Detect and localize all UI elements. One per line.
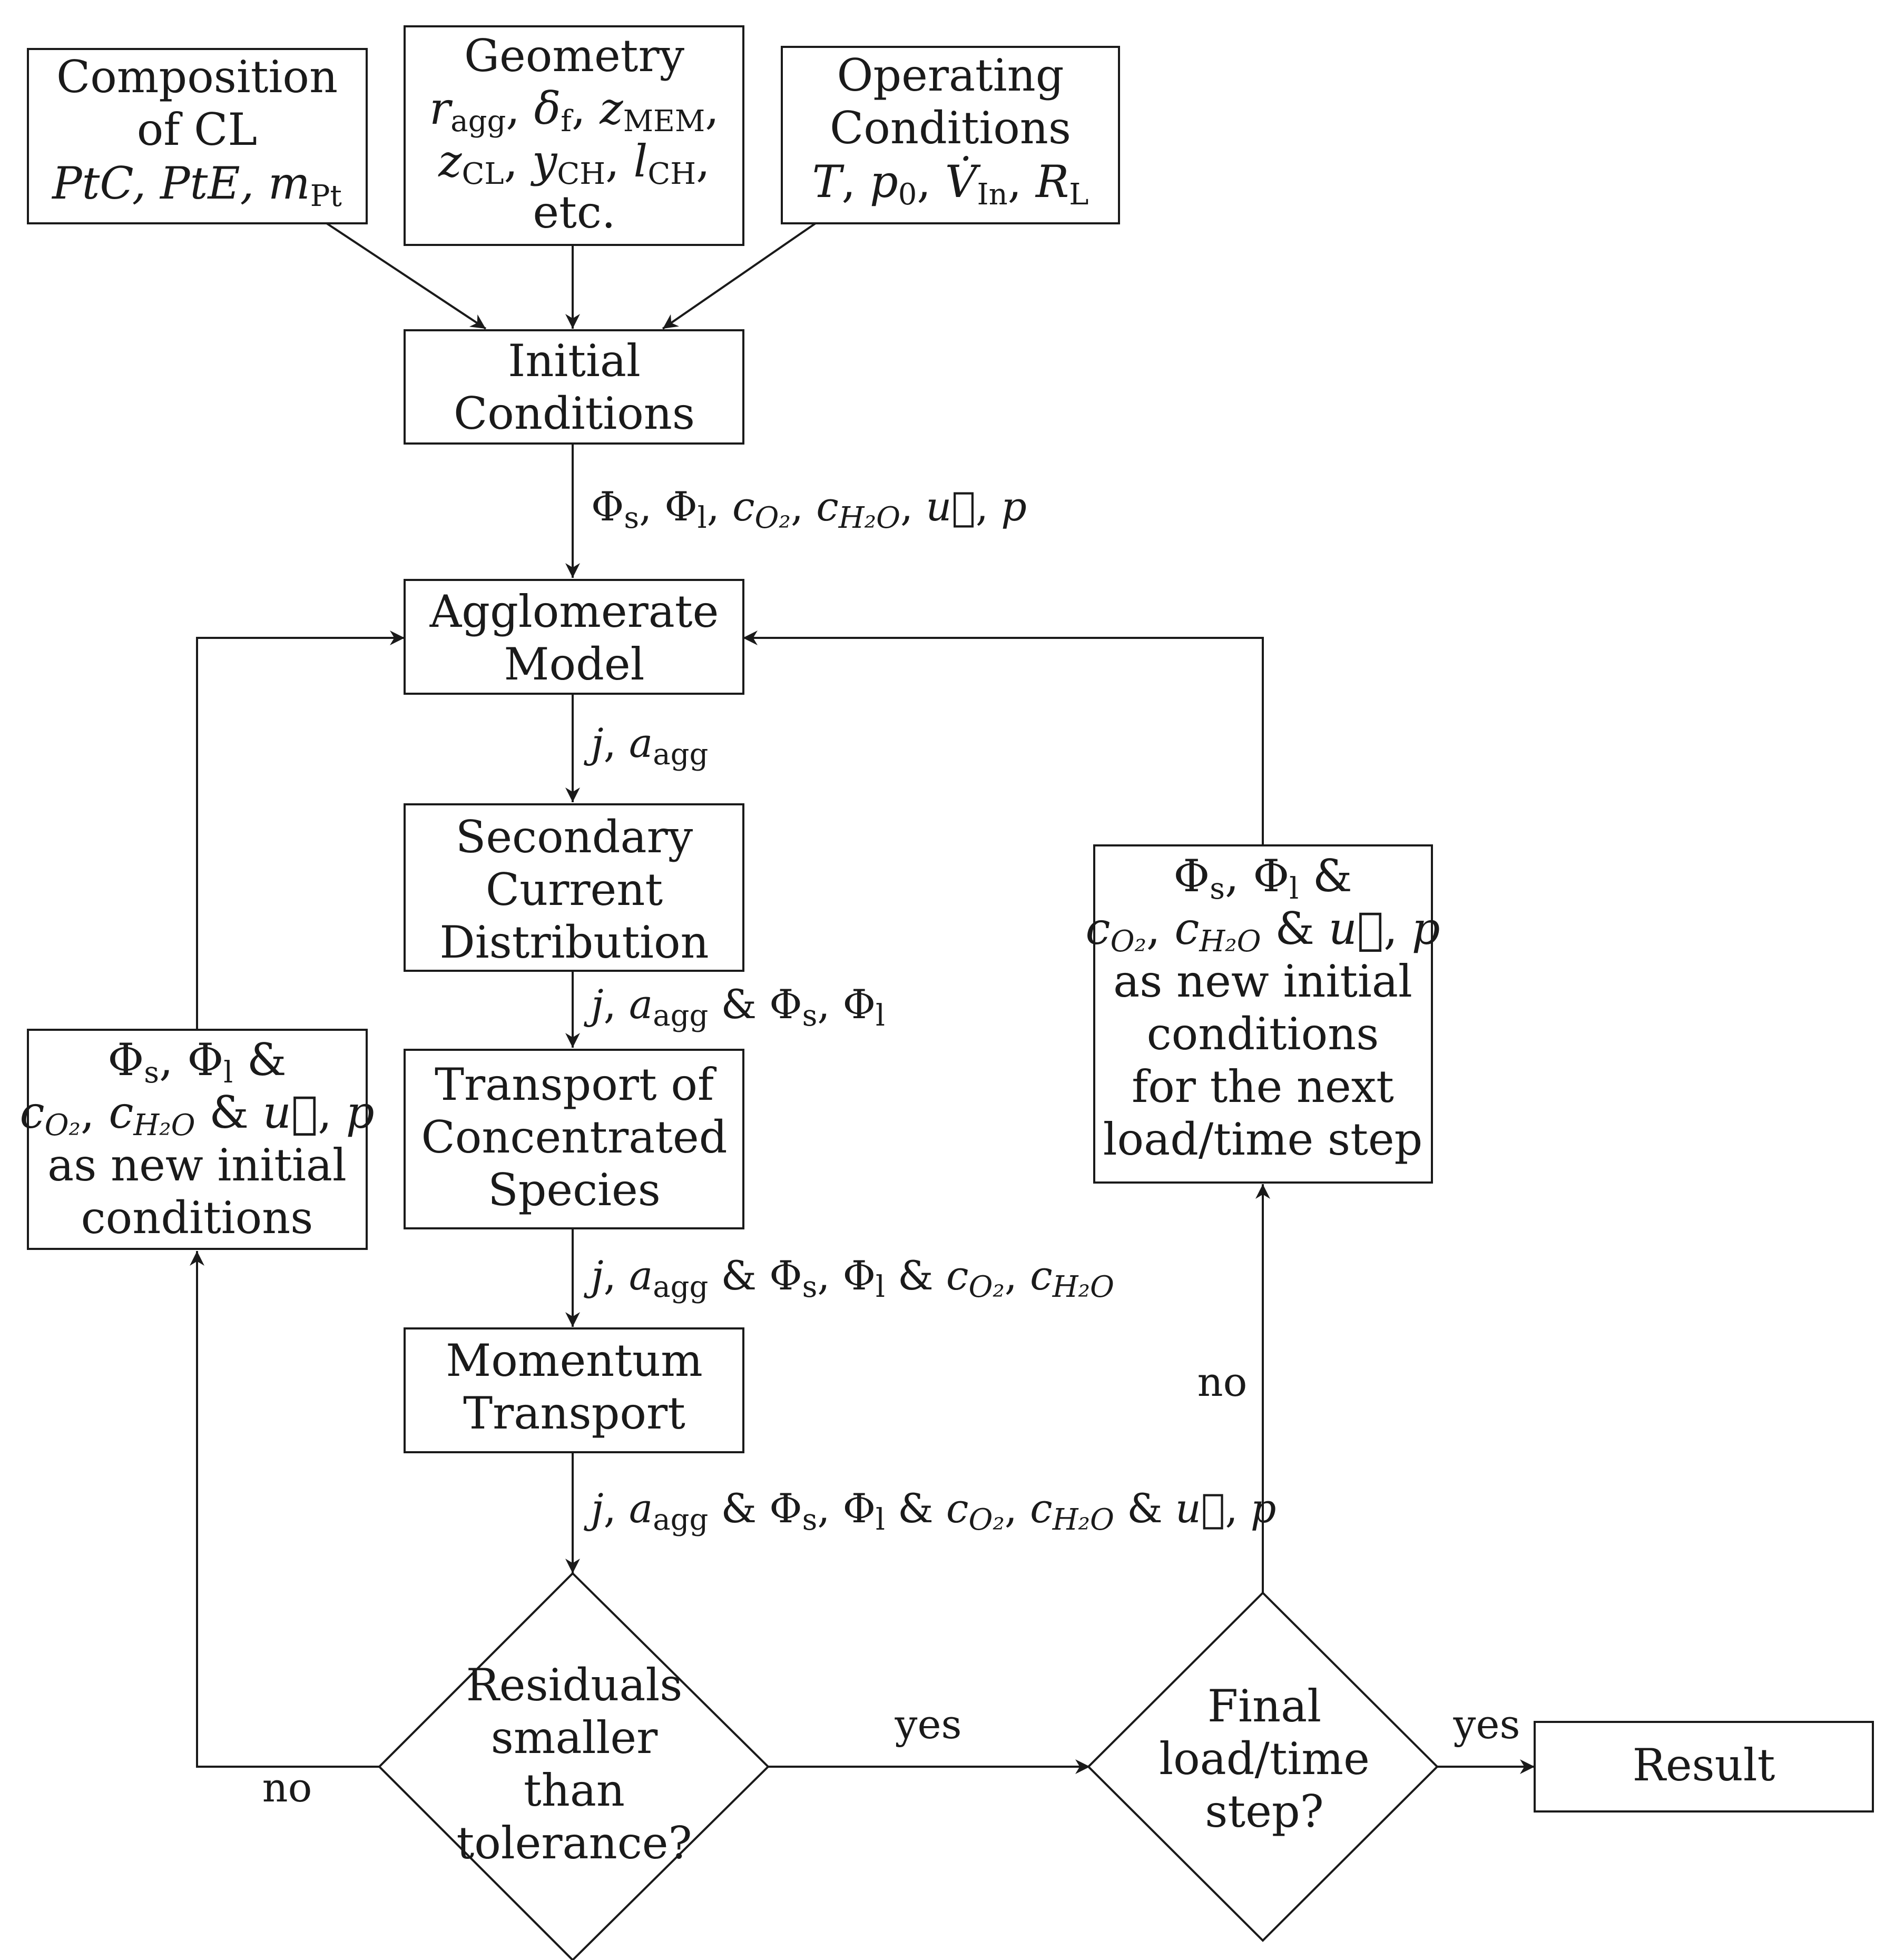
residuals-line-1: Residuals bbox=[466, 1659, 683, 1711]
result-box bbox=[1534, 1721, 1874, 1813]
composition-parameters-main: PtC, PtE, m bbox=[51, 157, 310, 209]
transport-line-1: Transport of bbox=[435, 1059, 717, 1110]
operating-parameters: T, p0, V̇In, RL bbox=[812, 156, 1089, 212]
momentum-line-2: Transport bbox=[463, 1387, 685, 1439]
geometry-line-4: etc. bbox=[533, 186, 615, 238]
final-line-3: step? bbox=[1205, 1786, 1323, 1837]
secondary-node: Secondary Current Distribution bbox=[439, 811, 709, 968]
final-node: Final load/time step? bbox=[1159, 1680, 1370, 1837]
geometry-node: Geometry ragg, δf, zMEM, zCL, yCH, lCH, … bbox=[429, 30, 719, 238]
final-diamond bbox=[1087, 1591, 1439, 1942]
momentum-node: Momentum Transport bbox=[446, 1335, 703, 1439]
edge-left-feedback-to-agglomerate bbox=[196, 631, 405, 1030]
momentum-box bbox=[404, 1327, 744, 1453]
left-feedback-line-2: cO₂, cH₂O & u⃗, p bbox=[20, 1087, 375, 1142]
label-momentum-to-residuals: j, aagg & Φs, Φl & cO₂, cH₂O & u⃗, p bbox=[584, 1485, 1276, 1537]
label-no-final: no bbox=[1197, 1358, 1248, 1405]
right-feedback-node: Φs, Φl & cO₂, cH₂O & u⃗, p as new initia… bbox=[1086, 850, 1440, 1165]
edge-right-feedback-to-agglomerate bbox=[743, 631, 1264, 845]
momentum-line-1: Momentum bbox=[446, 1335, 703, 1386]
left-feedback-line-1: Φs, Φl & bbox=[107, 1034, 286, 1090]
operating-line-2: Conditions bbox=[830, 102, 1071, 154]
left-feedback-line-4: conditions bbox=[81, 1192, 313, 1244]
secondary-line-3: Distribution bbox=[439, 917, 709, 968]
final-line-1: Final bbox=[1207, 1680, 1321, 1732]
residuals-line-2: smaller bbox=[491, 1712, 658, 1764]
secondary-line-1: Secondary bbox=[456, 811, 693, 863]
edges bbox=[190, 222, 1535, 1774]
residuals-node: Residuals smaller than tolerance? bbox=[456, 1659, 692, 1869]
right-feedback-line-1: Φs, Φl & bbox=[1173, 850, 1352, 906]
edge-operating-to-initial bbox=[662, 222, 817, 330]
geometry-parameters-1: ragg, δf, zMEM, bbox=[429, 83, 719, 139]
label-secondary-to-transport: j, aagg & Φs, Φl bbox=[584, 981, 885, 1033]
agglomerate-node: Agglomerate Model bbox=[429, 586, 719, 690]
nodes bbox=[27, 25, 1874, 1960]
secondary-box bbox=[404, 803, 744, 972]
label-initial-to-agglomerate: Φs, Φl, cO₂, cH₂O, u⃗, p bbox=[591, 483, 1027, 535]
left-feedback-line-3: as new initial bbox=[47, 1139, 347, 1191]
residuals-line-4: tolerance? bbox=[456, 1817, 692, 1869]
transport-line-3: Species bbox=[488, 1164, 661, 1216]
right-feedback-line-2: cO₂, cH₂O & u⃗, p bbox=[1086, 903, 1440, 959]
residuals-diamond bbox=[378, 1572, 770, 1960]
right-feedback-line-6: load/time step bbox=[1103, 1114, 1423, 1165]
agglomerate-box bbox=[404, 579, 744, 695]
composition-parameters: PtC, PtE, mPt bbox=[51, 157, 342, 213]
result-label: Result bbox=[1633, 1739, 1775, 1791]
transport-line-2: Concentrated bbox=[421, 1111, 727, 1163]
geometry-parameters-2: zCL, yCH, lCH, bbox=[438, 135, 710, 191]
transport-node: Transport of Concentrated Species bbox=[421, 1059, 727, 1216]
agglomerate-line-2: Model bbox=[504, 638, 645, 690]
label-yes-final: yes bbox=[1453, 1701, 1520, 1748]
label-yes-residuals: yes bbox=[895, 1701, 962, 1748]
label-agglomerate-to-secondary: j, aagg bbox=[584, 720, 708, 772]
operating-line-1: Operating bbox=[837, 50, 1064, 101]
initial-node: Initial Conditions bbox=[454, 335, 695, 439]
right-feedback-box bbox=[1093, 844, 1433, 1184]
edge-residuals-no bbox=[190, 1251, 379, 1768]
operating-node: Operating Conditions T, p0, V̇In, RL bbox=[812, 50, 1089, 212]
secondary-line-2: Current bbox=[486, 864, 663, 915]
right-feedback-line-5: for the next bbox=[1132, 1061, 1394, 1112]
final-line-2: load/time bbox=[1159, 1733, 1370, 1785]
composition-box bbox=[27, 48, 368, 224]
label-no-residuals: no bbox=[262, 1764, 312, 1811]
initial-line-2: Conditions bbox=[454, 388, 695, 439]
composition-line-1: Composition bbox=[56, 51, 338, 103]
composition-parameters-sub: Pt bbox=[310, 179, 342, 213]
initial-line-1: Initial bbox=[508, 335, 641, 387]
transport-box bbox=[404, 1049, 744, 1229]
composition-node: Composition of CL PtC, PtE, mPt bbox=[51, 51, 342, 213]
operating-box bbox=[781, 46, 1120, 224]
right-feedback-line-4: conditions bbox=[1147, 1008, 1379, 1060]
left-feedback-box bbox=[27, 1029, 368, 1250]
edge-composition-to-initial bbox=[326, 222, 487, 330]
initial-box bbox=[404, 329, 744, 445]
left-feedback-node: Φs, Φl & cO₂, cH₂O & u⃗, p as new initia… bbox=[20, 1034, 375, 1244]
agglomerate-line-1: Agglomerate bbox=[429, 586, 719, 637]
geometry-box bbox=[404, 25, 744, 246]
geometry-title: Geometry bbox=[464, 30, 685, 82]
right-feedback-line-3: as new initial bbox=[1113, 956, 1412, 1007]
residuals-line-3: than bbox=[524, 1765, 625, 1816]
label-transport-to-momentum: j, aagg & Φs, Φl & cO₂, cH₂O bbox=[584, 1252, 1114, 1304]
composition-line-2: of CL bbox=[137, 104, 257, 155]
